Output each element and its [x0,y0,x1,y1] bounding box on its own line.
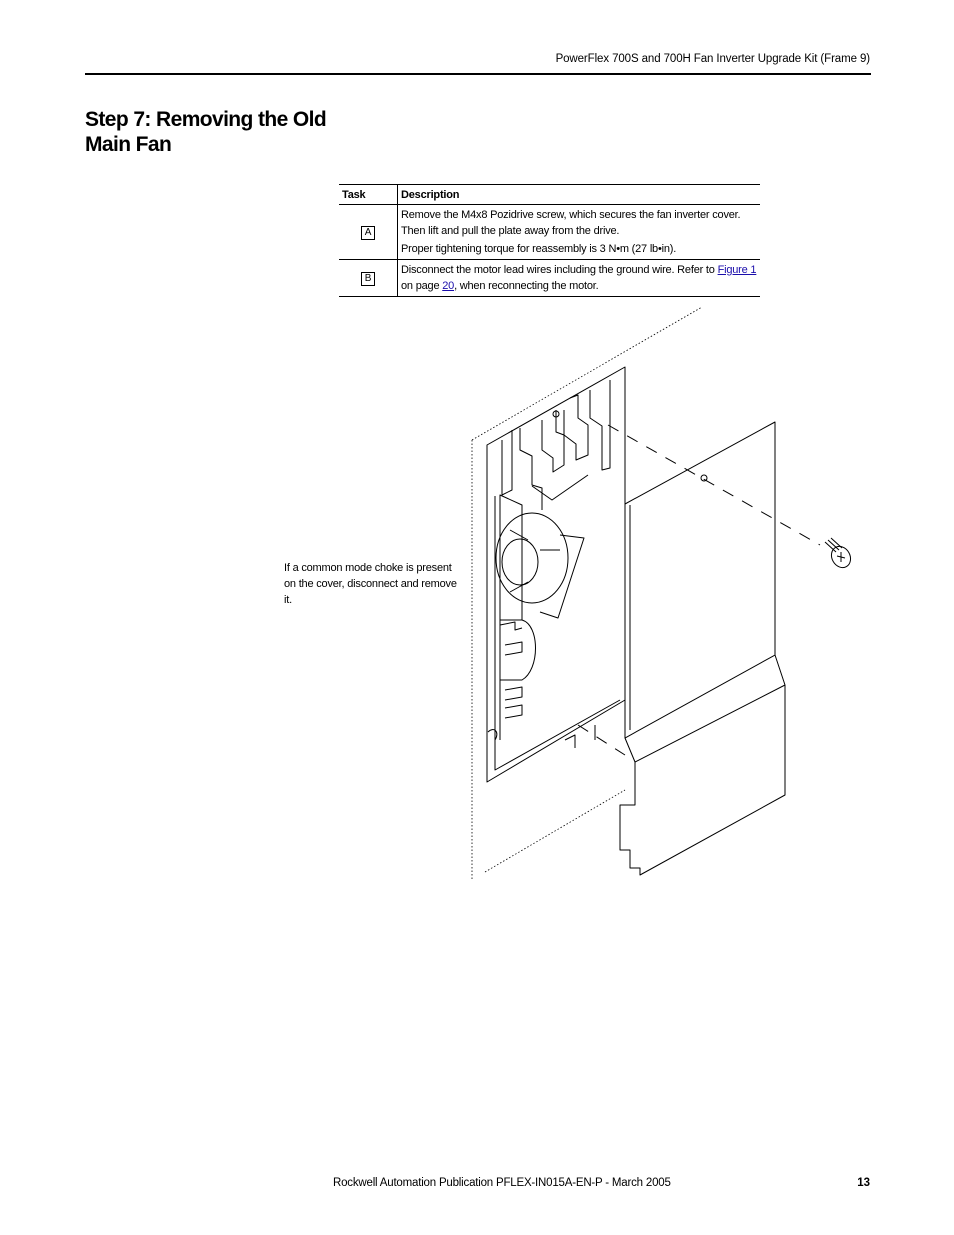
description-cell: Disconnect the motor lead wires includin… [397,259,760,297]
column-header-description: Description [397,184,760,205]
drive-enclosure-outline [471,306,703,880]
section-heading: Step 7: Removing the Old Main Fan [85,108,327,156]
description-text: Disconnect the motor lead wires includin… [401,264,718,276]
header-rule [85,73,871,75]
main-fan [487,494,596,748]
task-cell: A [339,204,398,260]
task-letter-b: B [361,272,375,286]
column-header-task: Task [339,184,398,205]
table-row: B Disconnect the motor lead wires includ… [339,259,760,297]
fan-removal-illustration [471,306,852,880]
running-header: PowerFlex 700S and 700H Fan Inverter Upg… [555,53,871,65]
drive-opening-frame [486,366,626,783]
task-letter-a: A [361,226,375,240]
task-cell: B [339,259,398,297]
common-mode-choke-note: If a common mode choke is present on the… [284,562,457,606]
description-text: on page [401,280,443,292]
description-text: Remove the M4x8 Pozidrive screw, which s… [401,209,741,237]
description-cell: Remove the M4x8 Pozidrive screw, which s… [397,204,760,260]
torque-note: Proper tightening torque for reassembly … [401,243,677,255]
footer-publication: Rockwell Automation Publication PFLEX-IN… [333,1177,671,1189]
task-table: Task Description A Remove the M4x8 Pozid… [339,184,760,297]
description-text: , when reconnecting the motor. [454,280,599,292]
table-header-row: Task Description [339,184,760,205]
assembly-guide-lines [577,424,821,756]
page-20-link[interactable]: 20 [442,280,455,292]
table-row: A Remove the M4x8 Pozidrive screw, which… [339,204,760,260]
fan-inverter-cover [619,421,786,876]
m4x8-screw [824,537,852,569]
figure-1-link[interactable]: Figure 1 [717,264,757,276]
page-number: 13 [857,1177,870,1189]
